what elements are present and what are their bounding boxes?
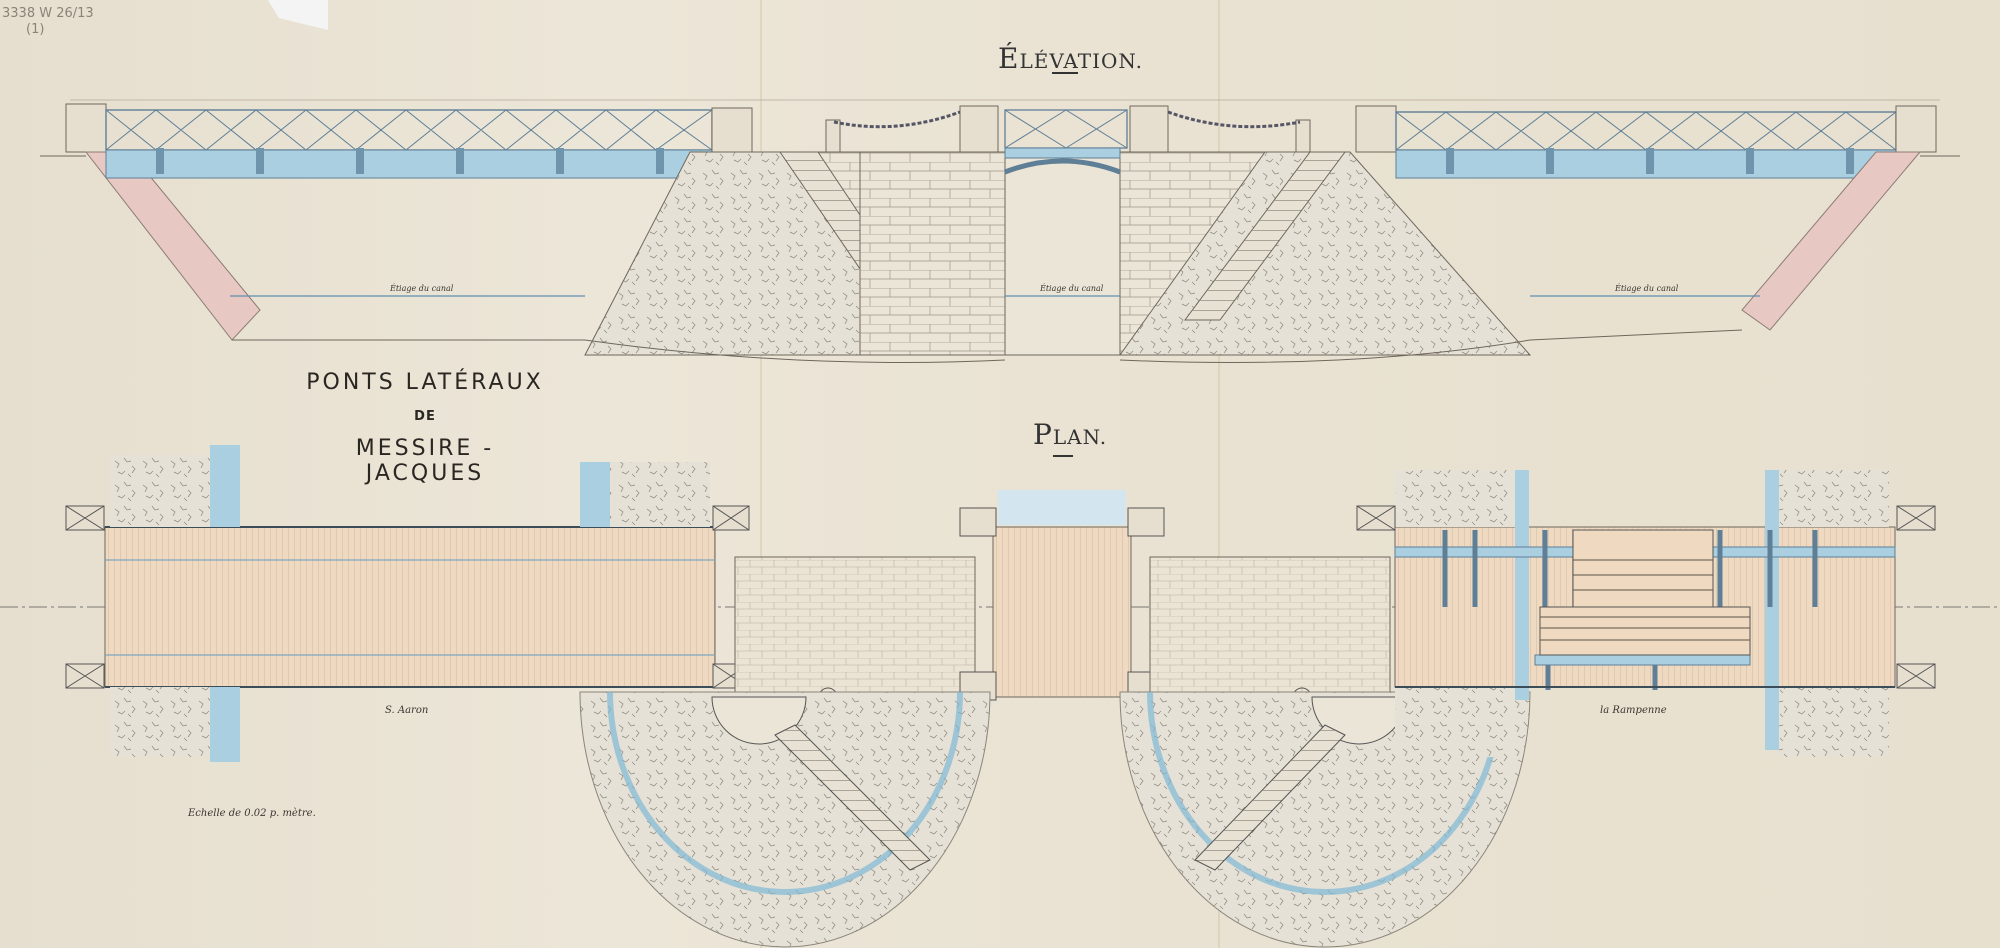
left-bridge-label: S. Aaron — [385, 705, 429, 716]
elevation-title: ÉLÉVATION. — [998, 42, 1143, 75]
main-title-line-3: MESSIRE - JACQUES — [355, 436, 495, 486]
drawing-main-title: PONTS LATÉRAUX DE MESSIRE - JACQUES — [300, 370, 550, 486]
plan-view — [0, 445, 2000, 948]
title-underline — [1053, 455, 1073, 457]
main-title-line-2: DE — [414, 409, 436, 424]
paper-fold — [1218, 0, 1220, 948]
paper-fold — [760, 0, 762, 948]
chain — [1167, 110, 1301, 129]
title-underline — [1052, 72, 1078, 74]
elevation-view — [40, 99, 1960, 363]
archive-reference: 3338 W 26/13 (1) — [2, 6, 94, 38]
water-level-note: Étiage du canal — [1615, 284, 1679, 293]
water-level-note: Étiage du canal — [390, 284, 454, 293]
water-level-note: Étiage du canal — [1040, 284, 1104, 293]
right-bridge-elevation — [1395, 111, 1897, 179]
right-bridge-label: la Rampenne — [1600, 705, 1667, 716]
chain — [833, 110, 961, 129]
main-title-line-1: PONTS LATÉRAUX — [306, 370, 544, 395]
left-bridge-elevation — [105, 109, 713, 179]
scale-note: Echelle de 0.02 p. mètre. — [188, 808, 316, 819]
archive-ref-number: 3338 W 26/13 — [2, 6, 94, 21]
archive-ref-sub: (1) — [26, 22, 45, 37]
plan-title: PLAN. — [1033, 418, 1108, 451]
